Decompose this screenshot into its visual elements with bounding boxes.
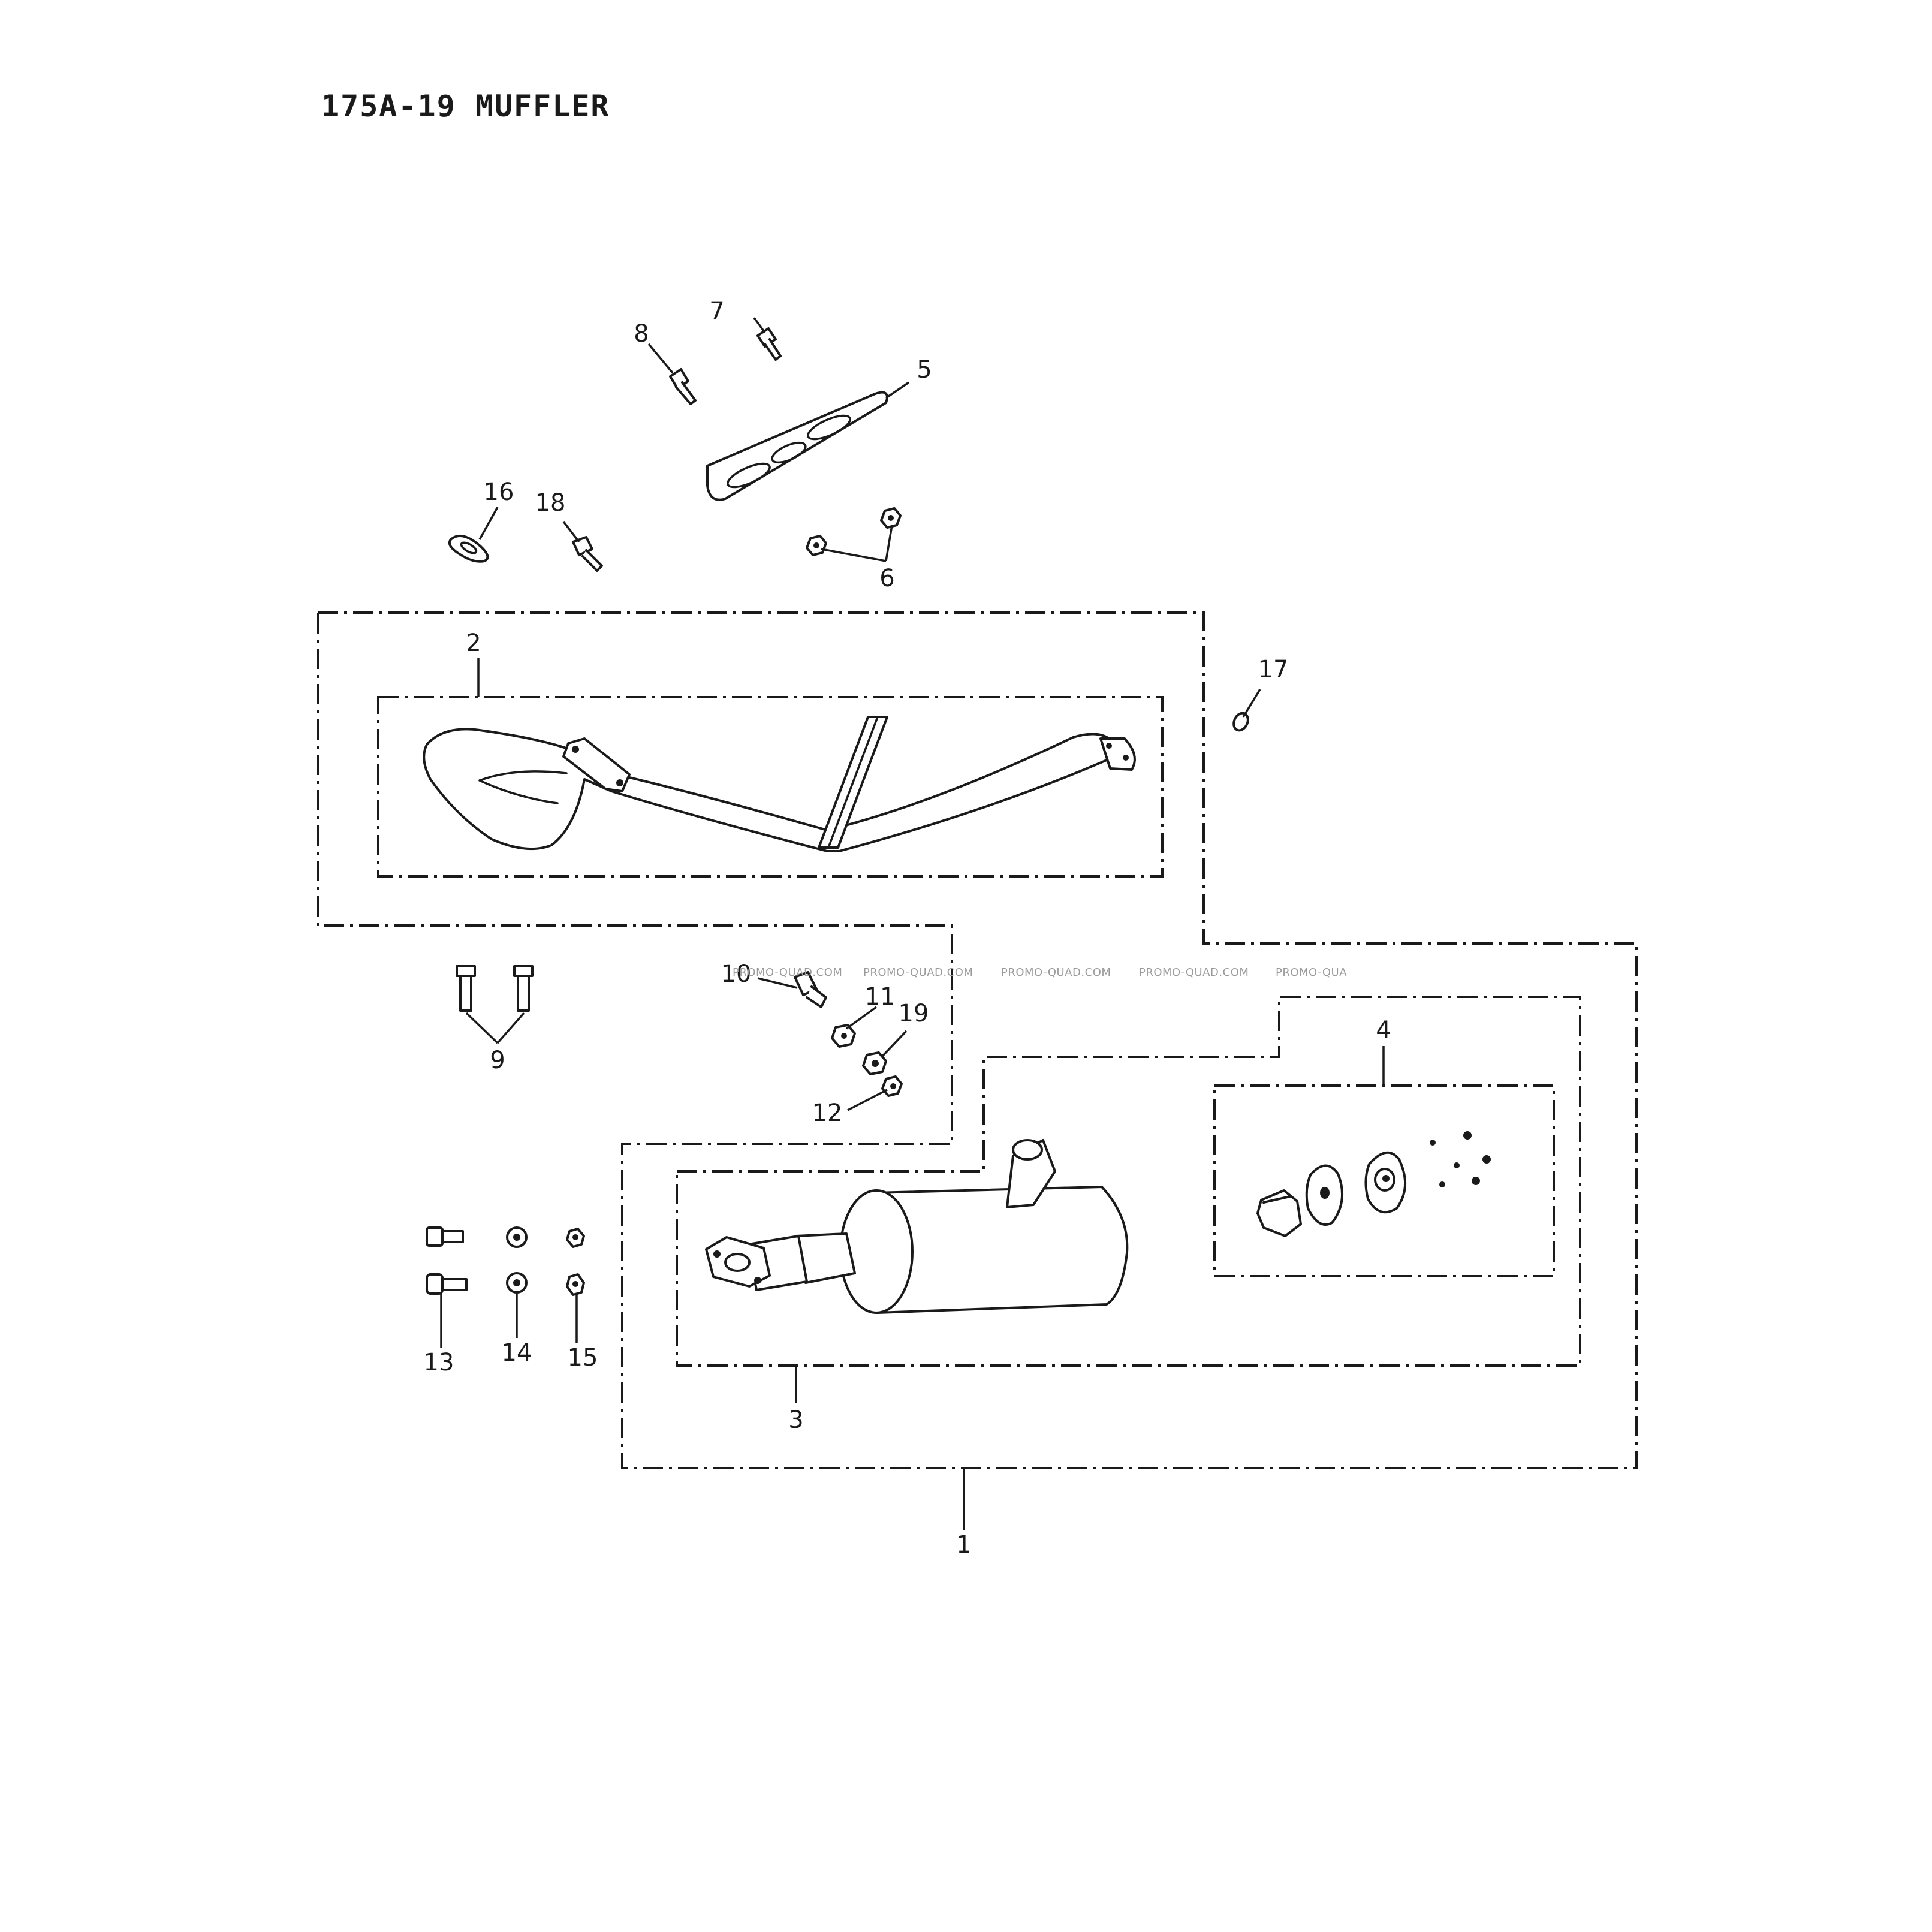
boundary-assembly-1 xyxy=(317,611,1638,1469)
callout-11: 11 xyxy=(865,983,896,1011)
watermark-1: PROMO-QUAD.COM xyxy=(733,966,842,979)
watermark-strip: PROMO-QUAD.COM PROMO-QUAD.COM PROMO-QUAD… xyxy=(733,966,1347,979)
boundary-assembly-2 xyxy=(377,696,1164,878)
bolt-part-8 xyxy=(669,368,697,405)
watermark-5: PROMO-QUA xyxy=(1276,966,1347,979)
callout-15: 15 xyxy=(568,1344,598,1372)
washer-part-14-a xyxy=(506,1226,528,1248)
bolt-part-7 xyxy=(756,327,782,361)
bolt-part-9-b xyxy=(513,965,534,1012)
callout-1: 1 xyxy=(956,1531,971,1559)
nut-part-12 xyxy=(881,1075,903,1097)
callout-17: 17 xyxy=(1258,656,1289,683)
boundary-assembly-3 xyxy=(676,996,1581,1367)
callout-12: 12 xyxy=(812,1099,843,1127)
watermark-4: PROMO-QUAD.COM xyxy=(1139,966,1249,979)
callout-16: 16 xyxy=(484,478,514,506)
callout-6: 6 xyxy=(879,565,894,592)
bracket-part-5 xyxy=(706,391,888,501)
gasket-part-17 xyxy=(1232,712,1249,732)
callout-19: 19 xyxy=(899,1000,929,1027)
callout-4: 4 xyxy=(1376,1017,1391,1044)
bolt-part-18 xyxy=(572,536,603,572)
leader-lines xyxy=(440,317,1385,1530)
callout-9: 9 xyxy=(490,1047,505,1074)
callout-labels: 1 2 3 4 5 6 7 8 9 10 11 12 13 14 15 16 1… xyxy=(424,297,1391,1559)
callout-13: 13 xyxy=(424,1349,454,1376)
washer-part-11 xyxy=(831,1024,856,1048)
exhaust-pipe-part-2 xyxy=(423,716,1136,852)
nut-part-6-b xyxy=(806,535,827,556)
gasket-part-16 xyxy=(448,534,489,563)
callout-3: 3 xyxy=(788,1406,803,1434)
callout-2: 2 xyxy=(466,629,481,657)
callout-5: 5 xyxy=(917,356,932,384)
watermark-2: PROMO-QUAD.COM xyxy=(863,966,973,979)
washer-part-14-b xyxy=(506,1272,528,1294)
callout-10: 10 xyxy=(721,960,752,988)
watermark-3: PROMO-QUAD.COM xyxy=(1001,966,1111,979)
bolt-part-13-b xyxy=(426,1273,468,1295)
nut-part-6-a xyxy=(880,507,902,529)
bolt-part-10 xyxy=(794,971,827,1008)
callout-18: 18 xyxy=(535,489,566,517)
callout-7: 7 xyxy=(709,297,724,325)
diagram-title: 175A-19 MUFFLER xyxy=(321,89,610,123)
nut-part-19 xyxy=(862,1051,887,1075)
callout-8: 8 xyxy=(634,320,649,348)
bolt-part-9-a xyxy=(456,965,476,1012)
nut-part-15-b xyxy=(566,1273,585,1296)
spark-arrestor-part-4 xyxy=(1256,1131,1491,1237)
bolt-part-13-a xyxy=(426,1226,464,1247)
muffler-part-3 xyxy=(705,1139,1129,1314)
callout-14: 14 xyxy=(502,1339,532,1367)
nut-part-15-a xyxy=(566,1228,585,1248)
